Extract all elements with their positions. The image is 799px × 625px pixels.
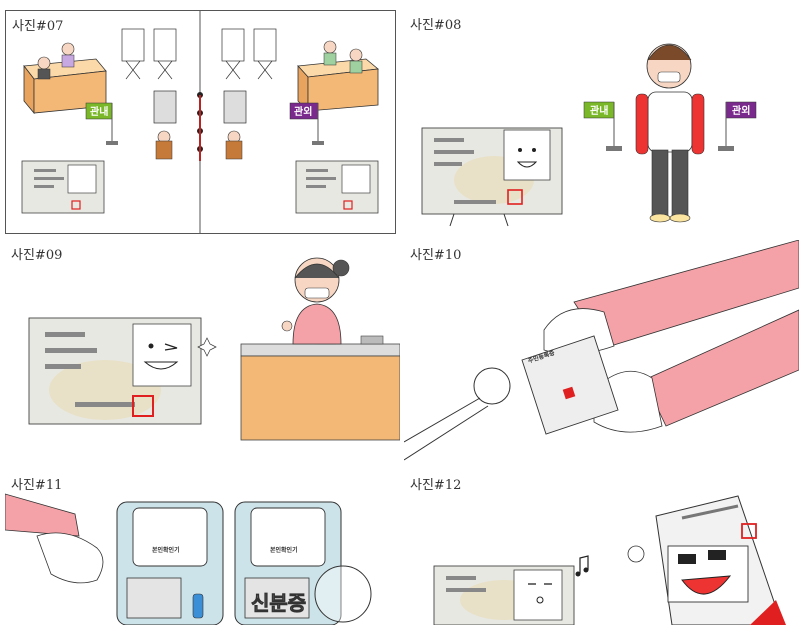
panel-12: 사진#12	[404, 470, 799, 625]
id-card-character-small	[433, 565, 575, 625]
id-card	[521, 335, 619, 435]
ballot-machine-left	[153, 90, 177, 160]
panel-12-illustration	[433, 495, 786, 625]
ballot-machine-right	[223, 90, 247, 160]
flag-out-label: 관외	[732, 104, 750, 117]
flag-out	[718, 101, 757, 151]
election-desk-right	[297, 40, 379, 112]
panel-09: 사진#09	[5, 240, 400, 465]
machine-label-left: 본인확인기	[152, 546, 180, 554]
panel-11: 사진#11 본인확인기 본인확인기 신분증	[5, 470, 400, 625]
sleeve-bottom	[593, 309, 799, 433]
flag-out-right	[289, 102, 324, 145]
flag-in-label: 관내	[90, 105, 108, 118]
panel-label: 사진#09	[11, 248, 63, 263]
flag-out-label: 관외	[294, 105, 312, 118]
panel-label: 사진#08	[410, 18, 462, 33]
id-card-character	[28, 317, 217, 425]
flag-in-left	[85, 102, 118, 145]
panel-label: 사진#11	[11, 478, 63, 493]
panel-label: 사진#12	[410, 478, 462, 493]
panel-label: 사진#10	[410, 248, 462, 263]
election-desk	[240, 335, 400, 441]
panel-09-illustration	[28, 257, 400, 441]
id-card-character-left	[21, 160, 105, 214]
panel-07-illustration: 관내 관외	[21, 11, 379, 233]
music-note-icon	[575, 555, 589, 577]
rope-divider	[197, 92, 203, 161]
panel-07: 사진#07	[5, 10, 396, 234]
voting-booths-left	[121, 28, 177, 80]
id-card-character-right	[295, 160, 379, 214]
poll-worker	[281, 257, 350, 345]
id-verifier-machine-right	[234, 501, 372, 625]
lanyard-clip	[404, 367, 511, 461]
panel-10: 사진#10 주민등록증	[404, 240, 799, 465]
panel-label: 사진#07	[12, 19, 64, 34]
sleeve	[5, 493, 104, 584]
panel-11-illustration: 본인확인기 본인확인기 신분증	[5, 493, 372, 625]
id-card-character-large	[627, 495, 786, 625]
id-card-character	[421, 127, 563, 227]
voter-person	[635, 43, 705, 223]
panel-08: 사진#08	[404, 10, 799, 235]
voting-booths-right	[221, 28, 277, 80]
machine-label-right: 본인확인기	[270, 546, 298, 554]
flag-in-label: 관내	[590, 104, 608, 117]
id-verifier-machine-left	[116, 501, 224, 625]
id-text: 신분증	[251, 591, 306, 615]
flag-in	[583, 101, 622, 151]
panel-08-illustration: 관내 관외	[421, 43, 757, 227]
panel-10-illustration: 주민등록증	[404, 240, 799, 461]
election-desk-left	[23, 42, 107, 115]
